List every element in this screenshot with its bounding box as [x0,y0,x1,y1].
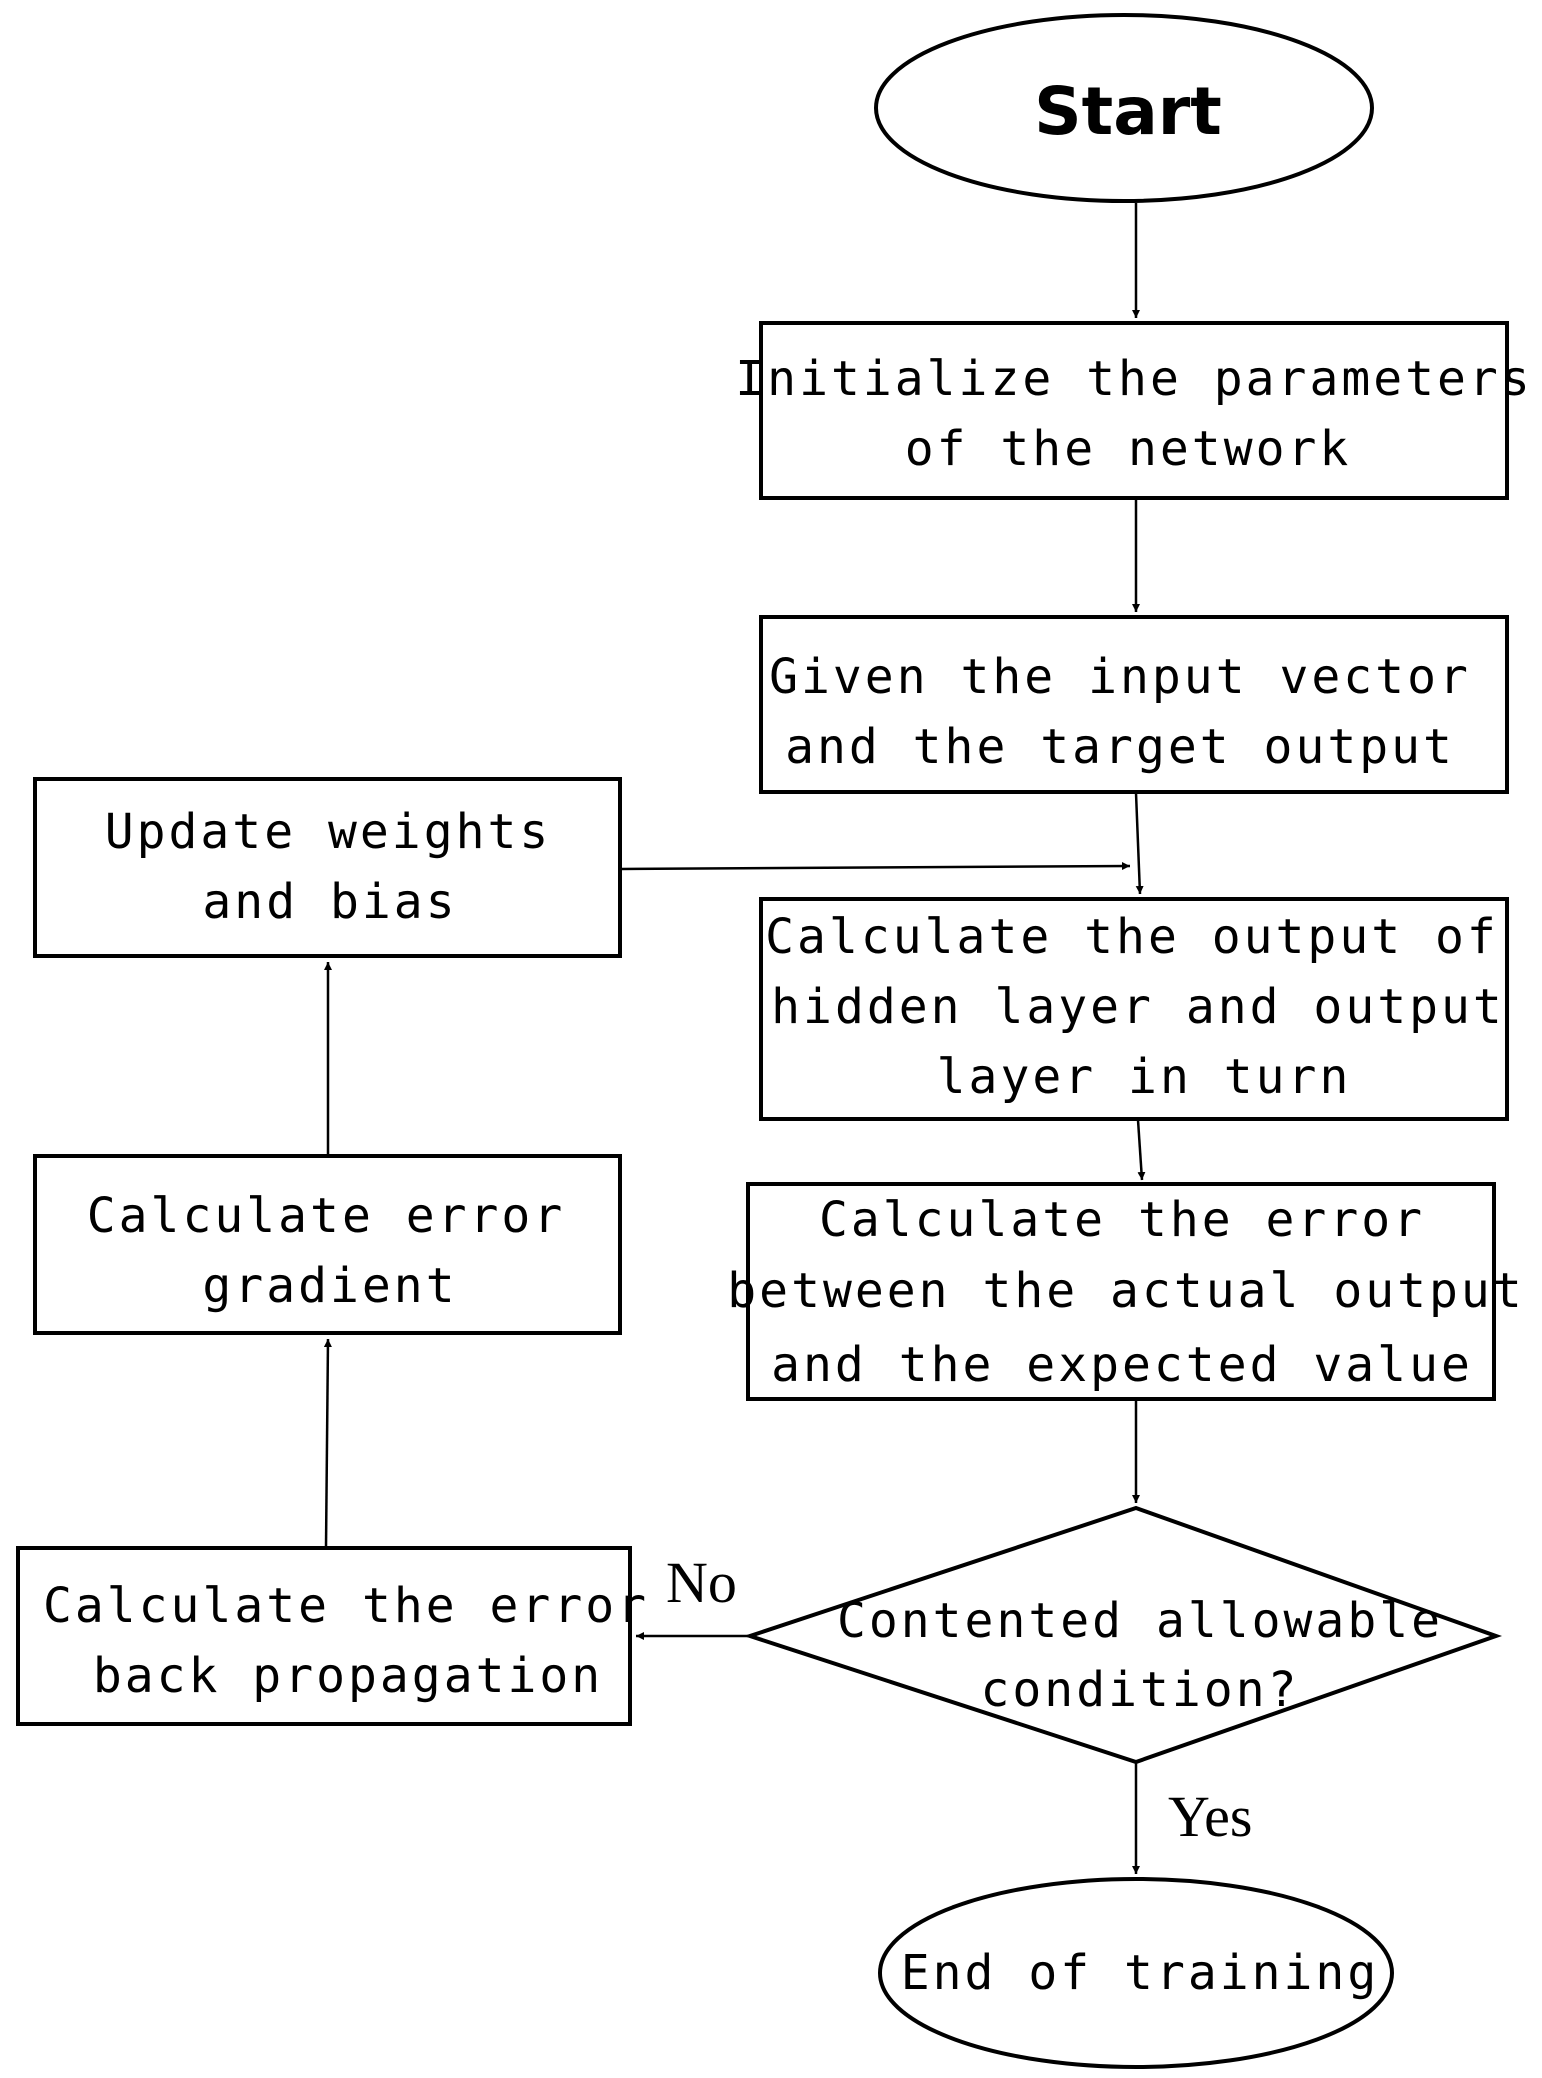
initialize-line-1: Initialize the parameters [735,351,1532,407]
error-gradient-line-2: gradient [202,1258,457,1314]
arrow-update-to-calculate-output [620,862,1131,871]
decision-line-2: condition? [981,1662,1300,1718]
start-label: Start [1034,73,1222,150]
no-edge-label: No [666,1550,737,1615]
given-line-1: Given the input vector [769,649,1471,705]
error-gradient-box: Calculate error gradient [33,1154,622,1335]
calculate-output-line-2: hidden layer and output [771,979,1505,1035]
update-weights-box: Update weights and bias [33,777,622,958]
given-line-2: and the target output [785,719,1455,775]
arrow-calculate-output-to-error [1136,1119,1146,1181]
error-gradient-line-1: Calculate error [87,1188,565,1244]
initialize-line-2: of the network [905,421,1352,477]
calculate-error-line-2: between the actual output [727,1263,1524,1319]
arrow-given-to-calculate-output [1134,792,1144,895]
yes-edge-label: Yes [1168,1784,1252,1849]
back-propagation-box: Calculate the error back propagation [16,1546,649,1726]
calculate-output-line-1: Calculate the output of [765,909,1499,965]
end-terminal: End of training [878,1877,1394,2069]
back-propagation-line-2: back propagation [93,1648,603,1704]
condition-decision: Contented allowable condition? [743,1505,1503,1765]
calculate-output-line-3: layer in turn [937,1049,1352,1105]
calculate-error-line-1: Calculate the error [819,1192,1425,1248]
start-terminal: Start [874,13,1374,203]
update-weights-line-2: and bias [202,874,457,930]
given-input-box: Given the input vector and the target ou… [759,615,1509,794]
update-weights-line-1: Update weights [105,804,552,860]
arrow-backprop-to-gradient [323,1338,332,1548]
initialize-parameters-box: Initialize the parameters of the network [735,321,1532,500]
calculate-error-box: Calculate the error between the actual o… [727,1182,1524,1401]
decision-line-1: Contented allowable [837,1593,1443,1649]
back-propagation-line-1: Calculate the error [43,1578,649,1634]
calculate-error-line-3: and the expected value [771,1337,1473,1393]
calculate-output-box: Calculate the output of hidden layer and… [759,897,1509,1121]
end-label: End of training [901,1945,1379,2001]
